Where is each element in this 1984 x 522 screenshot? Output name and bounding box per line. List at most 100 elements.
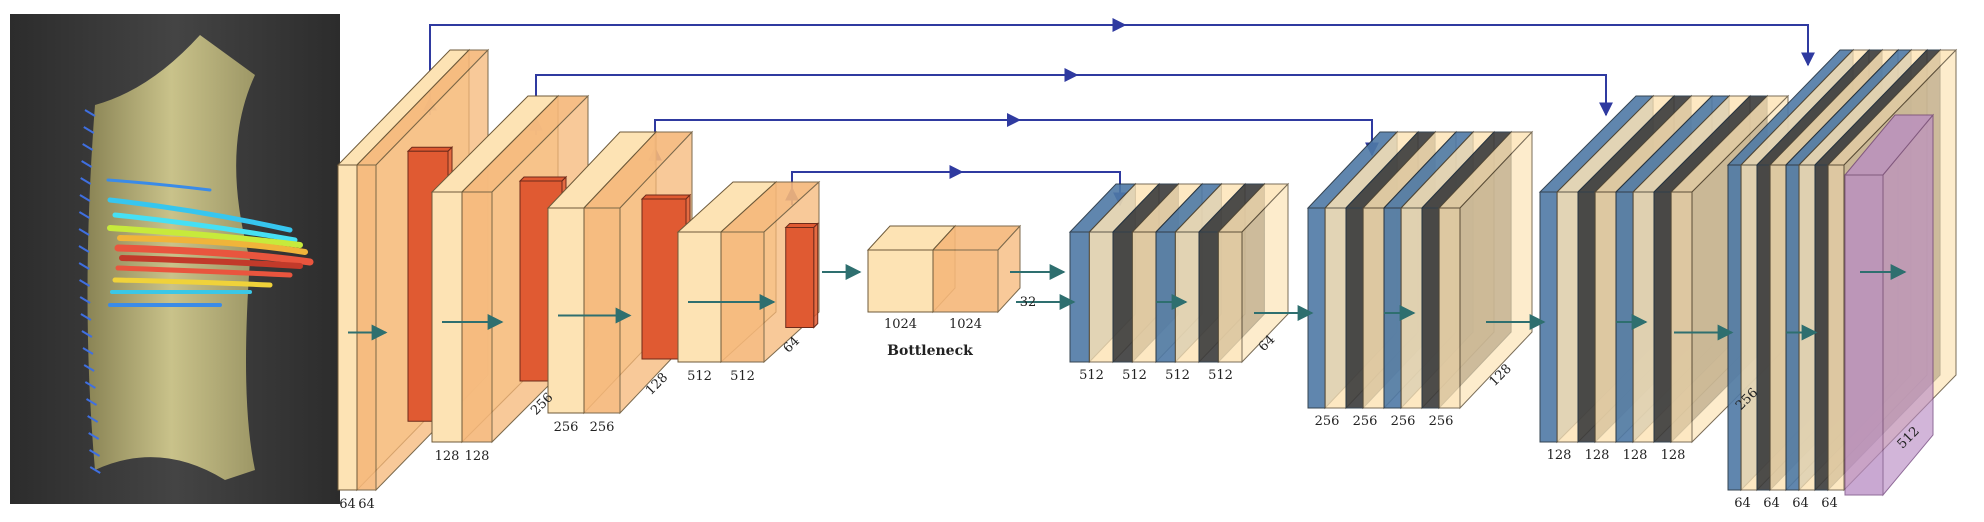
vector-tick — [78, 228, 90, 236]
encoder-conv-slab-front — [431, 191, 463, 443]
encoder-conv-slab-front — [720, 231, 765, 363]
decoder-conv-slab-front — [1438, 207, 1461, 409]
decoder-concat-slab-front — [1112, 231, 1133, 363]
vector-tick — [81, 330, 93, 338]
vector-tick — [84, 109, 96, 117]
decoder-width-label: 256 — [1353, 414, 1378, 429]
decoder-conv-slab-front — [1827, 164, 1845, 491]
encoder-width-label: 512 — [730, 369, 755, 384]
decoder-concat-slab-front — [1756, 164, 1771, 491]
encoder-conv-slab-front — [461, 191, 493, 443]
encoder-pool-slab-top — [640, 194, 692, 200]
vector-tick — [82, 143, 94, 151]
vector-tick — [79, 296, 91, 304]
vector-tick — [83, 126, 95, 134]
decoder-width-label: 128 — [1547, 448, 1572, 463]
vector-tick — [84, 381, 96, 389]
decoder-conv-slab-front — [1670, 191, 1693, 443]
decoder-conv-slab-front — [1400, 207, 1423, 409]
encoder-conv-slab-front — [677, 231, 722, 363]
decoder-concat-slab-front — [1069, 231, 1090, 363]
flow-arrows — [348, 264, 1907, 341]
skip-connection-arrow — [654, 119, 1379, 160]
bottleneck-slab-front — [932, 249, 999, 313]
decoder-concat-slab-front — [1814, 164, 1829, 491]
output-slab — [1843, 113, 1935, 497]
vector-tick — [78, 211, 90, 219]
encoder-conv-slab-front — [583, 207, 621, 414]
decoder-width-label: 128 — [1585, 448, 1610, 463]
decoder-concat-slab-front — [1615, 191, 1634, 443]
encoder-width-label: 256 — [554, 420, 579, 435]
encoder-width-label: 128 — [465, 449, 490, 464]
bottleneck-slab-front — [867, 249, 934, 313]
decoder-width-label: 64 — [1734, 496, 1751, 511]
vector-tick — [87, 415, 99, 423]
decoder-width-label: 512 — [1165, 368, 1190, 383]
bottleneck-depth-label: 32 — [1020, 295, 1037, 310]
bottleneck-slab — [931, 224, 1022, 314]
vector-tick — [79, 194, 91, 202]
decoder-conv-slab — [1437, 130, 1534, 410]
encoder-width-label: 64 — [339, 497, 356, 512]
bottleneck-width-label: 1024 — [949, 317, 982, 332]
decoder-conv-slab-front — [1740, 164, 1758, 491]
output-slab-front — [1844, 174, 1884, 496]
decoder-conv-slab-front — [1324, 207, 1347, 409]
decoder-concat-slab-front — [1345, 207, 1364, 409]
encoder-pool-slab-top — [406, 146, 454, 152]
decoder-conv-slab-front — [1088, 231, 1114, 363]
decoder-width-label: 256 — [1429, 414, 1454, 429]
decoder-width-label: 64 — [1763, 496, 1780, 511]
vector-tick — [82, 347, 94, 355]
decoder-conv-slab-front — [1131, 231, 1157, 363]
skip-connection-arrow — [535, 74, 1613, 130]
decoder-concat-slab-front — [1577, 191, 1596, 443]
skip-connection-arrow — [791, 171, 1127, 207]
decoder-conv-slab-front — [1798, 164, 1816, 491]
encoder-pool-slab-side — [813, 222, 819, 329]
decoder-conv-slab — [1217, 182, 1290, 364]
decoder-conv-slab-front — [1174, 231, 1200, 363]
encoder-width-label: 64 — [358, 497, 375, 512]
encoder-pool-slab-front — [785, 227, 815, 328]
decoder-width-label: 128 — [1661, 448, 1686, 463]
vector-tick — [81, 160, 93, 168]
decoder-concat-slab-front — [1421, 207, 1440, 409]
decoder-width-label: 512 — [1079, 368, 1104, 383]
encoder-width-label: 256 — [590, 420, 615, 435]
decoder-concat-slab-front — [1307, 207, 1326, 409]
decoder-conv-slab-front — [1362, 207, 1385, 409]
skip-connection-arrow — [429, 24, 1815, 110]
vector-tick — [83, 364, 95, 372]
decoder-width-label: 64 — [1821, 496, 1838, 511]
encoder-conv-slab-front — [356, 164, 377, 491]
decoder-width-label: 256 — [1391, 414, 1416, 429]
encoder-width-label: 128 — [435, 449, 460, 464]
vector-tick — [88, 432, 100, 440]
inset-vector-ticks — [78, 109, 101, 474]
decoder-concat-slab-front — [1383, 207, 1402, 409]
encoder-conv-slab-front — [337, 164, 358, 491]
vector-tick — [79, 279, 91, 287]
encoder-pool-slab-top — [784, 223, 819, 228]
decoder-concat-slab-front — [1785, 164, 1800, 491]
decoder-width-label: 64 — [1792, 496, 1809, 511]
decoder-conv-slab-front — [1556, 191, 1579, 443]
decoder-concat-slab-front — [1155, 231, 1176, 363]
encoder-width-label: 512 — [687, 369, 712, 384]
decoder-concat-slab-front — [1198, 231, 1219, 363]
vector-tick — [89, 466, 101, 474]
decoder-conv-slab-front — [1632, 191, 1655, 443]
vector-tick — [78, 262, 90, 270]
decoder-concat-slab-front — [1539, 191, 1558, 443]
decoder-width-label: 256 — [1315, 414, 1340, 429]
decoder-conv-slab-front — [1217, 231, 1243, 363]
decoder-conv-slab-front — [1769, 164, 1787, 491]
encoder-pool-slab — [784, 222, 819, 329]
network-blocks — [336, 48, 1958, 497]
decoder-conv-slab-front — [1594, 191, 1617, 443]
vector-tick — [78, 245, 90, 253]
